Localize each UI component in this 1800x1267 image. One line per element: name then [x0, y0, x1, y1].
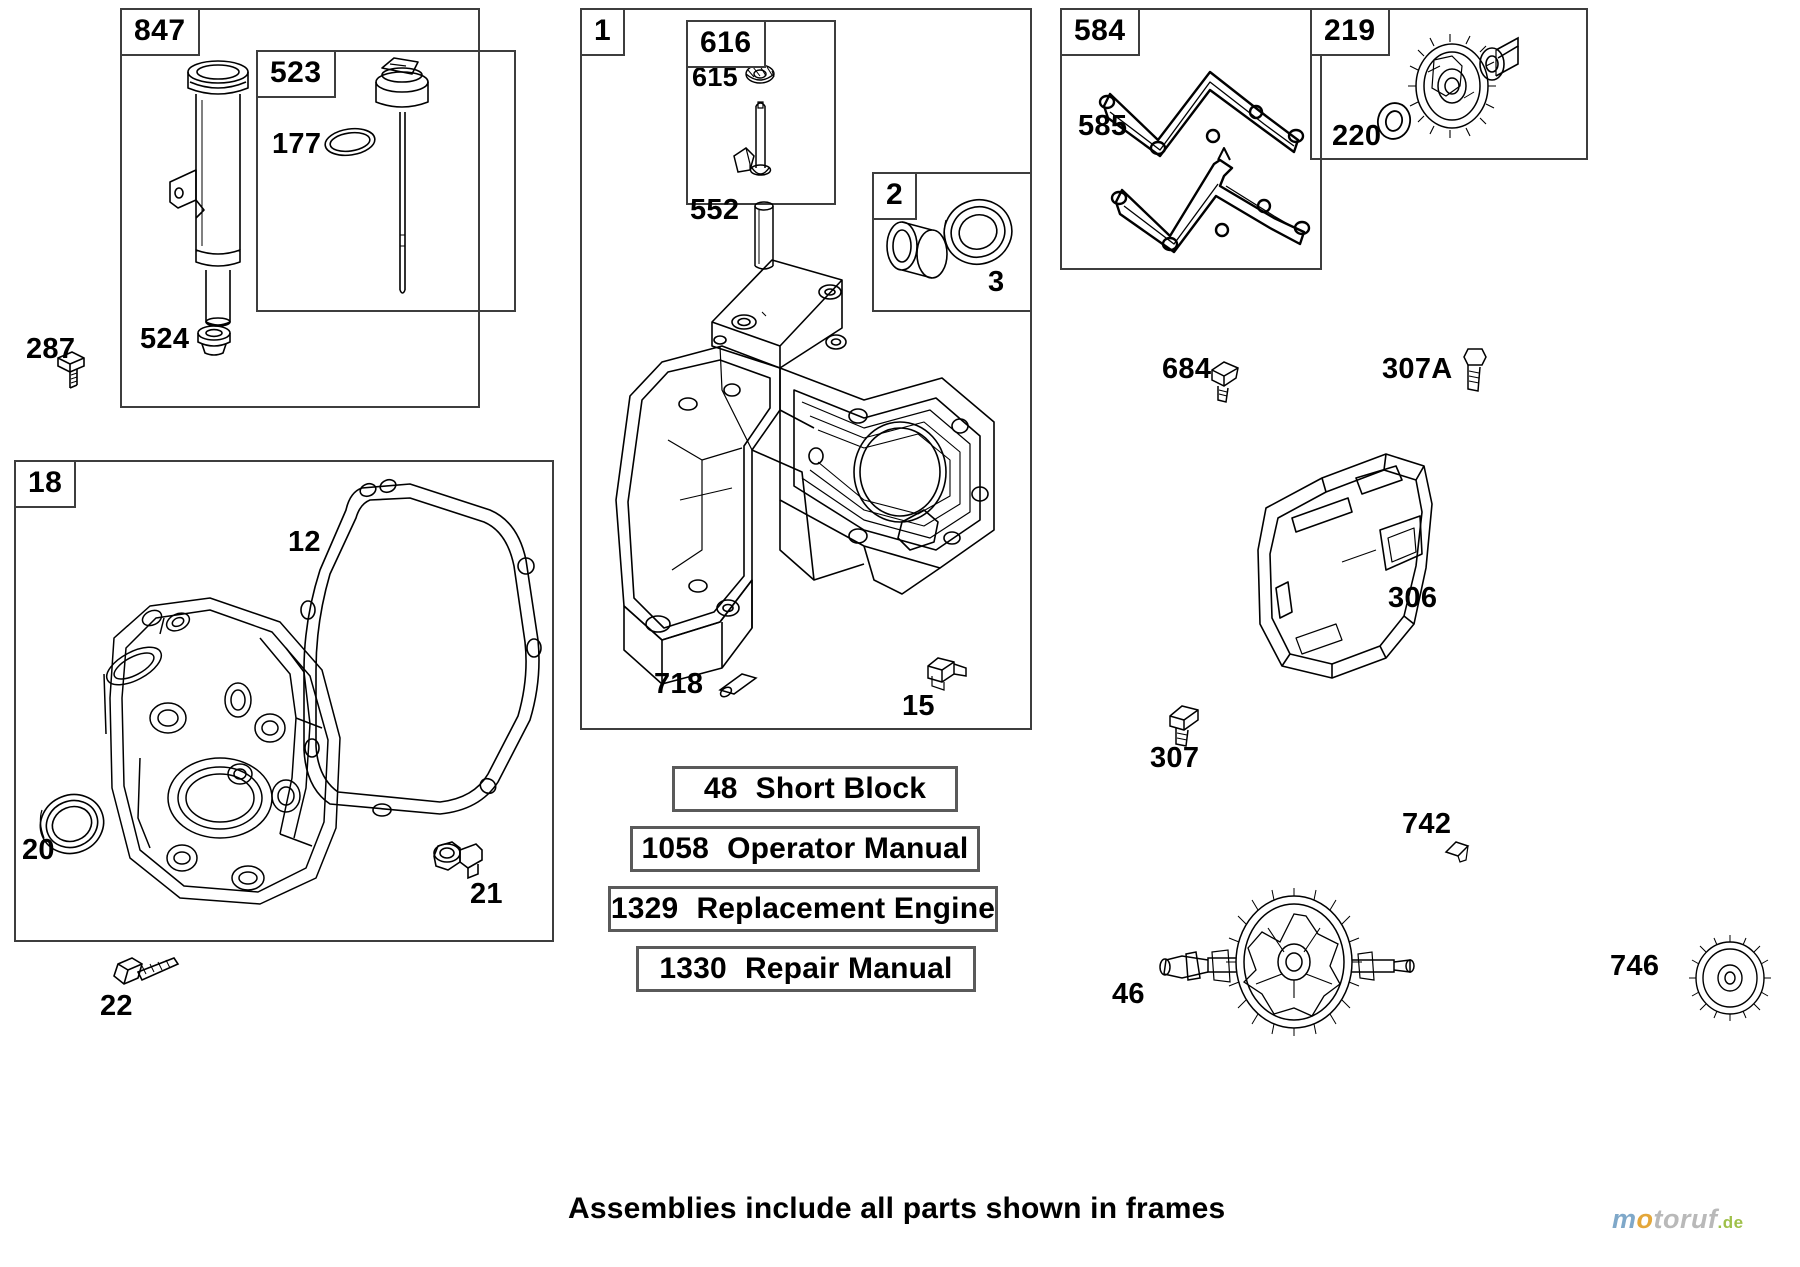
- frame-tag-847: 847: [120, 8, 200, 56]
- watermark-prefix: m: [1612, 1204, 1637, 1234]
- watermark-suffix: .de: [1717, 1213, 1744, 1232]
- frame-2-oil-seal-bushing: 2: [872, 172, 1032, 312]
- callout-684-label: 684: [1162, 353, 1212, 385]
- listbox-repair-manual[interactable]: 1330 Repair Manual: [636, 946, 976, 992]
- listbox-operator-manual-number: 1058: [641, 832, 710, 865]
- frame-tag-584: 584: [1060, 8, 1140, 56]
- callout-307-label: 307: [1150, 742, 1200, 774]
- callout-287-label: 287: [26, 333, 76, 365]
- frame-18-crankcase-cover: 18: [14, 460, 554, 942]
- callout-15-label: 15: [902, 690, 935, 722]
- callout-524-label: 524: [140, 323, 190, 355]
- shield-306-art: [1236, 442, 1456, 690]
- frame-tag-219: 219: [1310, 8, 1390, 56]
- listbox-short-block-number: 48: [703, 772, 738, 805]
- callout-22-label: 22: [100, 990, 133, 1022]
- frame-tag-523: 523: [256, 50, 336, 98]
- listbox-replacement-engine-label: Replacement Engine: [696, 892, 996, 925]
- motoruf-watermark: motoruf.de: [1612, 1204, 1744, 1235]
- callout-21-label: 21: [470, 878, 503, 910]
- callout-307a-label: 307A: [1382, 353, 1453, 385]
- diagram-caption: Assemblies include all parts shown in fr…: [568, 1192, 1226, 1225]
- listbox-replacement-engine[interactable]: 1329 Replacement Engine: [608, 886, 998, 932]
- frame-523-dipstick: 523: [256, 50, 516, 312]
- watermark-middle: toruf: [1653, 1204, 1718, 1234]
- callout-20-label: 20: [22, 834, 55, 866]
- frame-847-oil-fill-tube: 847: [120, 8, 480, 408]
- listbox-repair-manual-label: Repair Manual: [744, 952, 953, 985]
- frame-219-governor-gear: 219: [1310, 8, 1588, 160]
- watermark-o: o: [1636, 1204, 1654, 1234]
- callout-46-label: 46: [1112, 978, 1145, 1010]
- listbox-repair-manual-number: 1330: [659, 952, 727, 985]
- frame-tag-1: 1: [580, 8, 626, 56]
- camshaft-46-art: [1152, 888, 1462, 1038]
- callout-718-label: 718: [654, 668, 704, 700]
- frame-584-gasket-set: 584: [1060, 8, 1322, 270]
- gear-746-art: [1688, 935, 1774, 1021]
- frame-tag-18: 18: [14, 460, 77, 508]
- callout-615-label: 615: [692, 62, 738, 92]
- listbox-short-block-label: Short Block: [755, 772, 927, 805]
- callout-3-label: 3: [988, 266, 1005, 298]
- screw-307a-art: [1458, 345, 1494, 395]
- screw-684-art: [1206, 358, 1254, 404]
- gasket-585-upper-art: [1278, 2, 1279, 3]
- callout-306-label: 306: [1388, 582, 1438, 614]
- frame-tag-2: 2: [872, 172, 918, 220]
- callout-220-label: 220: [1332, 120, 1382, 152]
- callout-585-label: 585: [1078, 110, 1128, 142]
- callout-177-label: 177: [272, 128, 322, 160]
- listbox-short-block[interactable]: 48 Short Block: [672, 766, 958, 812]
- frame-1-cylinder-block: 1: [580, 8, 1032, 730]
- callout-746-label: 746: [1610, 950, 1660, 982]
- callout-552-label: 552: [690, 194, 740, 226]
- callout-12-label: 12: [288, 526, 321, 558]
- frame-616-valve: 616: [686, 20, 836, 205]
- callout-742-label: 742: [1402, 808, 1452, 840]
- listbox-replacement-engine-number: 1329: [610, 892, 679, 925]
- listbox-operator-manual[interactable]: 1058 Operator Manual: [630, 826, 980, 872]
- frame-tag-616: 616: [686, 20, 766, 68]
- listbox-operator-manual-label: Operator Manual: [727, 832, 969, 865]
- pin-742-art: [1442, 838, 1478, 864]
